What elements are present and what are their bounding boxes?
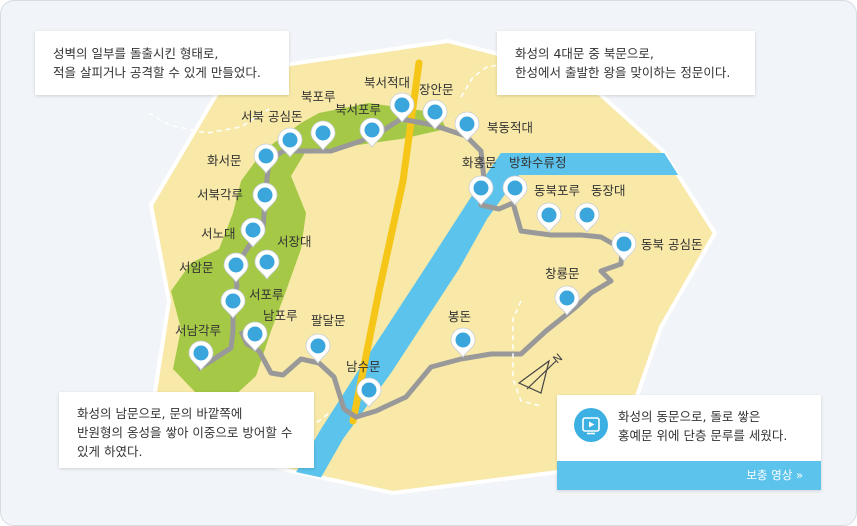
- label-dongbukporu: 동북포루: [534, 183, 580, 198]
- label-bukseojeokdae: 북서적대: [364, 75, 410, 90]
- supplementary-video-label: 보충 영상 »: [746, 468, 803, 482]
- callout-south-line2: 반원형의 옹성을 쌓아 이중으로 방어할 수: [77, 425, 293, 440]
- label-seobuk-gongsimdon: 서북 공심돈: [241, 109, 302, 124]
- dashed-path-east: [512, 300, 542, 407]
- map-pin-hwahongmun[interactable]: [468, 175, 494, 206]
- callout-northwest: 성벽의 일부를 돌출시킨 형태로, 적을 살피거나 공격할 수 있게 만들었다.: [35, 31, 289, 95]
- callout-south-line1: 화성의 남문으로, 문의 바깥쪽에: [77, 406, 243, 421]
- map-pin-seoporu[interactable]: [220, 288, 246, 319]
- river: [291, 153, 701, 481]
- label-bongdon: 봉돈: [448, 309, 471, 324]
- callout-north: 화성의 4대문 중 북문으로, 한성에서 출발한 왕을 맞이하는 정문이다.: [497, 31, 755, 95]
- dashed-path-south: [300, 412, 330, 432]
- label-dongbuk-gongsimdon: 동북 공심돈: [641, 237, 702, 252]
- label-bukseoporu: 북서포루: [335, 102, 381, 117]
- map-pin-hwaseomun[interactable]: [253, 143, 279, 174]
- map-pin-paldalmun[interactable]: [305, 333, 331, 364]
- map-pin-changnyongmun[interactable]: [554, 285, 580, 316]
- map-pin-bukseojeokdae[interactable]: [389, 92, 415, 123]
- label-seobukgangnu: 서북각루: [197, 187, 243, 202]
- callout-northwest-line1: 성벽의 일부를 돌출시킨 형태로,: [53, 46, 219, 61]
- map-pin-seobukgangnu[interactable]: [252, 182, 278, 213]
- dashed-path-north: [460, 64, 500, 98]
- label-janganmun: 장안문: [419, 82, 454, 97]
- fortress-wall: [196, 116, 625, 420]
- map-pin-bukporu[interactable]: [310, 120, 336, 151]
- map-pin-dongbuk-gongsimdon[interactable]: [611, 231, 637, 262]
- callout-east: 화성의 동문으로, 돌로 쌓은 홍예문 위에 단층 문루를 세웠다. 보충 영상…: [557, 395, 821, 490]
- map-pin-namporu[interactable]: [242, 321, 268, 352]
- label-bukdongjeokdae: 북동적대: [487, 120, 533, 135]
- label-banghwasuryujeong: 방화수류정: [509, 155, 567, 170]
- label-hwaseomun: 화서문: [207, 153, 242, 168]
- map-pin-seojangdae[interactable]: [254, 249, 280, 280]
- map-pin-dongjangdae[interactable]: [574, 202, 600, 233]
- map-pin-seobuk-gongsimdon[interactable]: [277, 127, 303, 158]
- label-changnyongmun: 창룡문: [545, 266, 580, 281]
- callout-northwest-line2: 적을 살피거나 공격할 수 있게 만들었다.: [53, 65, 261, 80]
- map-pin-janganmun[interactable]: [422, 99, 448, 130]
- map-pin-bukseoporu[interactable]: [359, 117, 385, 148]
- label-seonamgangnu: 서남각루: [175, 323, 221, 338]
- callout-south: 화성의 남문으로, 문의 바깥쪽에 반원형의 옹성을 쌓아 이중으로 방어할 수…: [59, 392, 314, 468]
- label-dongjangdae: 동장대: [591, 183, 626, 198]
- label-seoporu: 서포루: [249, 287, 284, 302]
- label-paldalmun: 팔달문: [311, 313, 346, 328]
- forest-area: [171, 103, 446, 399]
- map-pin-seoammun[interactable]: [223, 252, 249, 283]
- label-seoammun: 서암문: [179, 260, 214, 275]
- map-pin-dongbukporu[interactable]: [536, 202, 562, 233]
- callout-east-line1: 화성의 동문으로, 돌로 쌓은: [618, 409, 761, 424]
- map-pin-namsumun[interactable]: [356, 377, 382, 408]
- map-pin-bongdon[interactable]: [450, 327, 476, 358]
- map-pin-banghwasuryujeong[interactable]: [502, 175, 528, 206]
- label-namsumun: 남수문: [346, 359, 381, 374]
- label-seojangdae: 서장대: [277, 234, 312, 249]
- video-play-icon[interactable]: [574, 408, 608, 442]
- supplementary-video-button[interactable]: 보충 영상 »: [557, 461, 821, 490]
- callout-north-line1: 화성의 4대문 중 북문으로,: [515, 46, 654, 61]
- map-pin-seonodae[interactable]: [240, 217, 266, 248]
- callout-north-line2: 한성에서 출발한 왕을 맞이하는 정문이다.: [515, 65, 731, 80]
- callout-south-line3: 있게 하였다.: [77, 444, 143, 459]
- label-hwahongmun: 화홍문: [462, 155, 497, 170]
- map-pin-seonamgangnu[interactable]: [188, 340, 214, 371]
- label-bukporu: 북포루: [301, 89, 336, 104]
- callout-east-line2: 홍예문 위에 단층 문루를 세웠다.: [618, 428, 788, 443]
- map-pin-bukdongjeokdae[interactable]: [454, 111, 480, 142]
- label-namporu: 남포루: [263, 308, 298, 323]
- label-seonodae: 서노대: [201, 226, 236, 241]
